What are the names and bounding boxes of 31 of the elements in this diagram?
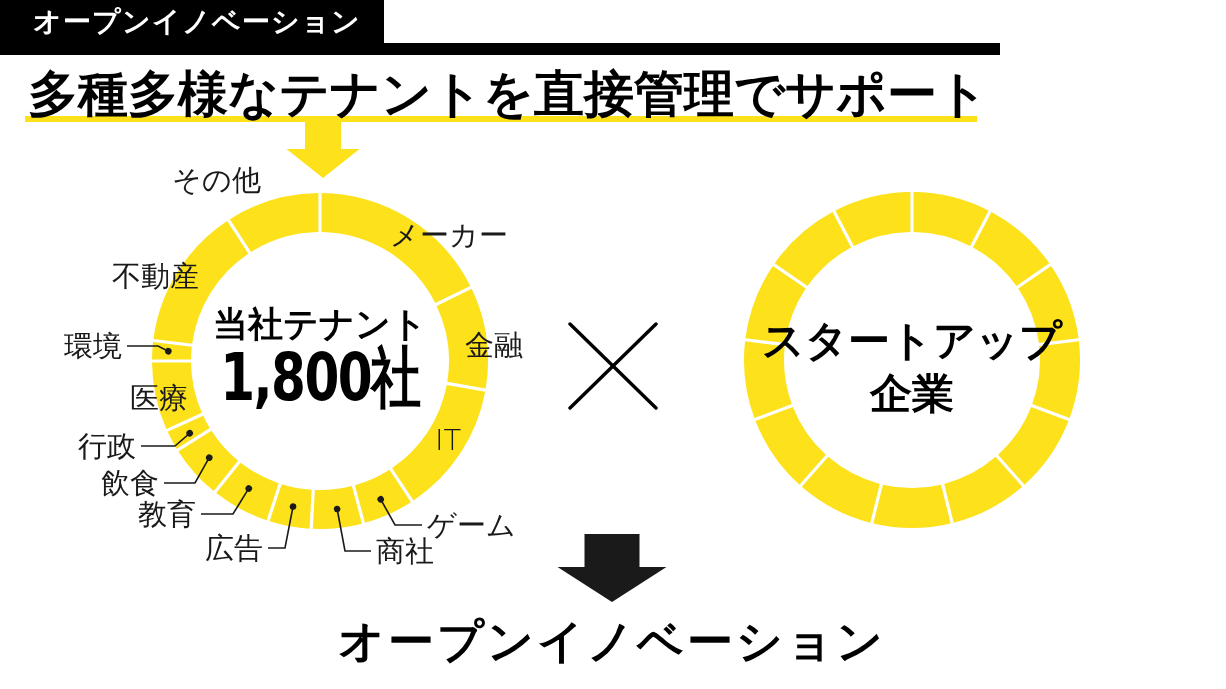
category-label: 医療 xyxy=(130,381,188,415)
leader-line xyxy=(377,495,423,526)
leader-line xyxy=(126,345,172,355)
donut-label: スタートアップ企業 xyxy=(761,315,1064,420)
category-label: 広告 xyxy=(205,531,263,565)
tenant-count: 1,800社 xyxy=(220,341,420,415)
conclusion-heading: オープンイノベーション xyxy=(338,614,886,668)
category-label: 行政 xyxy=(78,429,136,463)
category-label: 飲食 xyxy=(101,466,159,500)
donut-heading: 当社テナント xyxy=(213,303,427,344)
category-label: IT xyxy=(435,423,462,457)
donut-segment xyxy=(354,469,411,523)
donut-segment xyxy=(152,342,192,360)
leader-line xyxy=(200,485,253,515)
category-label: 環境 xyxy=(64,329,122,363)
donut-segment xyxy=(216,462,279,521)
category-label: 教育 xyxy=(138,497,196,531)
donut-segment xyxy=(167,415,210,449)
donut-segment xyxy=(269,484,312,529)
headline: 多種多様なテナントを直接管理でサポート xyxy=(28,66,988,122)
block-arrow xyxy=(286,122,360,178)
leader-line xyxy=(140,429,193,447)
donut-segment xyxy=(229,193,319,252)
category-label: 不動産 xyxy=(112,259,199,293)
leader-line xyxy=(267,503,297,549)
donut-segment xyxy=(312,486,362,529)
leader-line xyxy=(333,505,372,552)
leader-line xyxy=(163,454,213,484)
category-label: その他 xyxy=(172,163,261,197)
section-title: オープンイノベーション xyxy=(0,0,384,43)
block-arrow xyxy=(557,534,667,602)
